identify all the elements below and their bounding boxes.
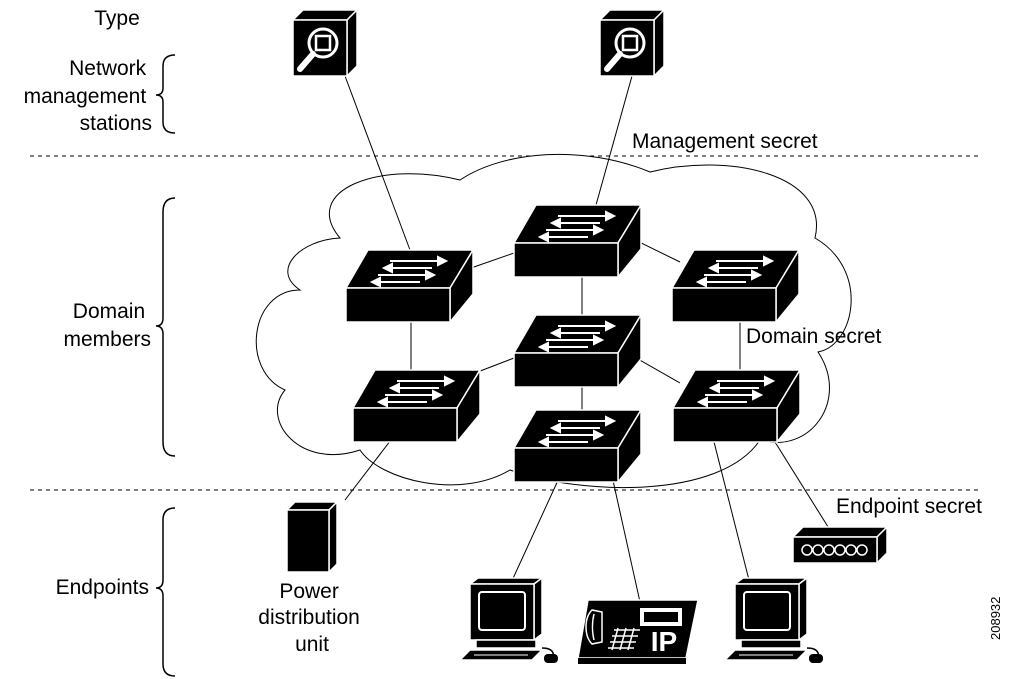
domain-section-label: Domain members	[63, 300, 151, 351]
workstation-1-icon	[459, 577, 559, 664]
figure-id: 208932	[988, 597, 1003, 640]
nms-label-line-3: stations	[80, 112, 152, 135]
management-secret-label: Management secret	[632, 130, 818, 153]
ip-phone-icon	[577, 599, 699, 664]
domain-label-line-1: Domain	[73, 300, 145, 323]
domain-switch-right	[671, 249, 800, 323]
pdu-label-line-3: unit	[295, 633, 329, 656]
domain-label-line-2: members	[63, 328, 151, 351]
domain-switch-left	[345, 249, 474, 323]
pdu-label-line-2: distribution	[258, 606, 360, 629]
ip-phone-badge: IP	[651, 626, 677, 657]
section-braces	[155, 54, 176, 677]
section-dividers	[30, 155, 978, 491]
nms-station-1	[293, 10, 357, 76]
network-links	[344, 75, 831, 603]
domain-switch-top	[513, 204, 642, 278]
domain-secret-label: Domain secret	[746, 325, 882, 348]
nms-label-line-1: Network	[69, 57, 147, 80]
type-heading: Type	[94, 7, 140, 30]
pdu-icon	[285, 500, 339, 574]
workstation-2-icon	[724, 577, 824, 664]
endpoint-device-icon	[791, 525, 889, 565]
nms-label-line-2: management	[24, 85, 147, 108]
nms-section-label: Network management stations	[24, 57, 152, 135]
nms-station-2	[600, 10, 664, 76]
domain-switch-center	[513, 314, 642, 388]
pdu-label-line-1: Power	[279, 580, 339, 603]
domain-switch-bottom	[513, 409, 642, 483]
endpoints-section-label: Endpoints	[56, 576, 149, 599]
domain-switch-lower-left	[352, 369, 481, 443]
pdu-label: Power distribution unit	[258, 580, 365, 656]
endpoint-secret-label: Endpoint secret	[836, 495, 982, 518]
domain-switch-lower-right	[672, 369, 801, 443]
